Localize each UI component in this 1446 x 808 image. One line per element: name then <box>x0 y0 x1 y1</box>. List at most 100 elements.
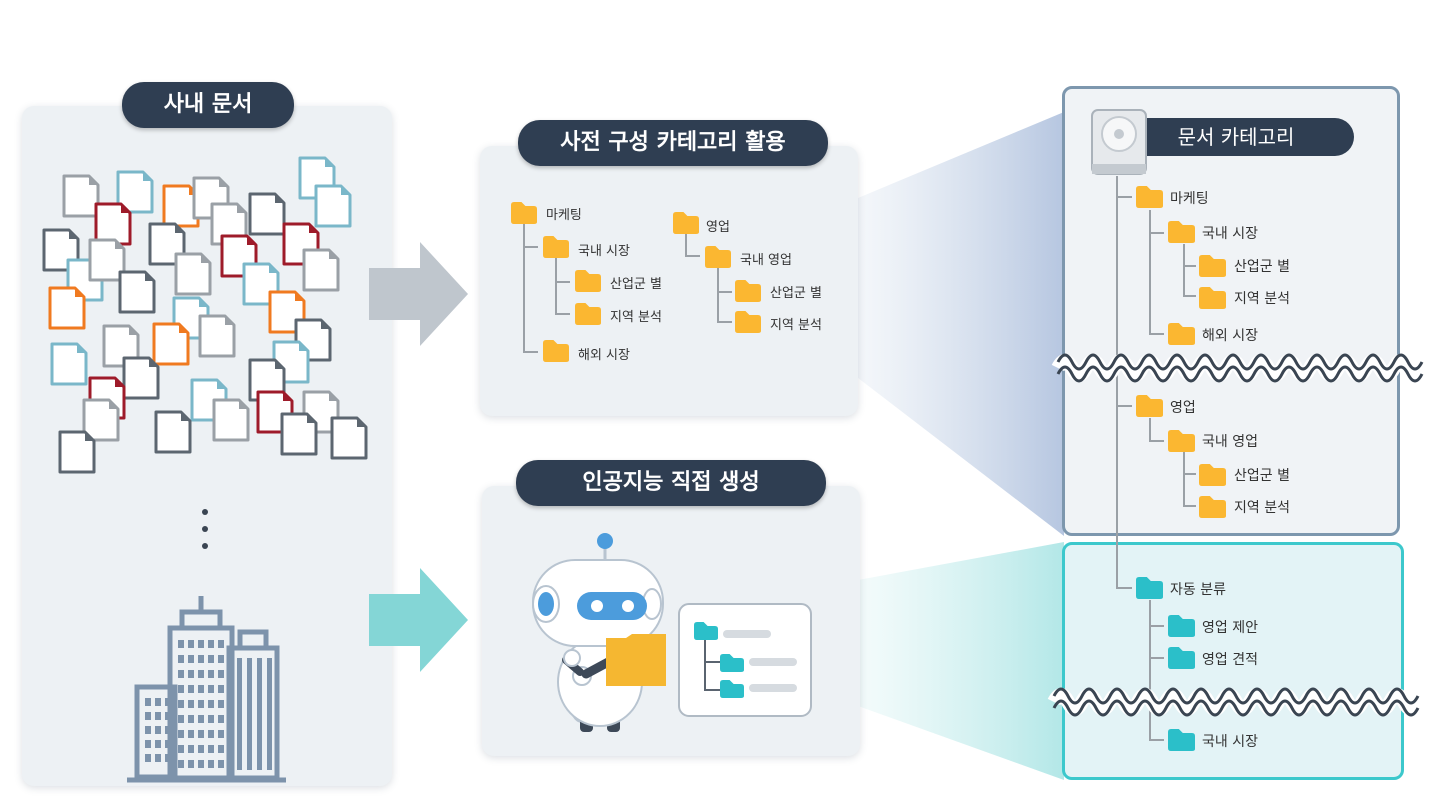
folder-icon <box>705 246 731 268</box>
cat-by-industry: 산업군 별 <box>1234 259 1290 275</box>
cat-sales-quote: 영업 견적 <box>1202 652 1258 668</box>
folder-icon <box>1136 186 1163 208</box>
hard-drive-icon <box>1091 109 1147 175</box>
building-window <box>218 670 224 678</box>
robot-icon <box>532 533 666 732</box>
document-icon <box>154 410 192 454</box>
tree-marketing: 마케팅 <box>546 208 582 223</box>
folder-icon <box>1168 323 1195 345</box>
folder-icon <box>720 654 744 672</box>
cat-marketing: 마케팅 <box>1170 191 1209 207</box>
building-window <box>178 700 184 708</box>
building-window <box>165 754 171 762</box>
building-window <box>218 745 224 753</box>
document-corner <box>247 236 256 245</box>
folder-icon <box>543 236 569 258</box>
tree-domestic-market: 국내 시장 <box>578 244 630 259</box>
document-corner <box>357 418 366 427</box>
document-icon <box>210 202 248 246</box>
document-corner <box>329 392 338 401</box>
building-window <box>178 670 184 678</box>
folder-icon <box>1136 395 1163 417</box>
building-window <box>198 670 204 678</box>
building-window <box>218 685 224 693</box>
bottom-connector <box>858 542 1064 780</box>
building-window <box>145 726 151 734</box>
building-window <box>165 698 171 706</box>
building-window <box>145 754 151 762</box>
building-window <box>198 730 204 738</box>
building-window <box>267 658 272 770</box>
building-window <box>198 700 204 708</box>
building-window <box>218 640 224 648</box>
document-icon <box>58 430 96 474</box>
building-window <box>208 685 214 693</box>
tree-domestic-sales: 국내 영업 <box>740 253 792 268</box>
building-window <box>188 745 194 753</box>
document-icon <box>50 342 88 386</box>
document-corner <box>199 298 208 307</box>
building-window <box>218 700 224 708</box>
building-window <box>208 760 214 768</box>
building-window <box>165 712 171 720</box>
document-corner <box>269 264 278 273</box>
building-window <box>218 730 224 738</box>
document-corner <box>69 230 78 239</box>
building-window <box>198 760 204 768</box>
building-window <box>208 655 214 663</box>
tree-by-industry: 산업군 별 <box>610 277 662 292</box>
building-window <box>188 640 194 648</box>
building-window <box>165 726 171 734</box>
building-window <box>208 715 214 723</box>
document-icon <box>94 202 132 246</box>
building-window <box>155 754 161 762</box>
building-window <box>178 655 184 663</box>
building-window <box>247 658 252 770</box>
building-window <box>257 658 262 770</box>
document-category-title: 문서 카테고리 <box>1118 118 1354 156</box>
building-icon <box>127 596 286 783</box>
folder-icon <box>1199 255 1226 277</box>
building-window <box>208 640 214 648</box>
document-corner <box>325 158 334 167</box>
building-window <box>188 700 194 708</box>
predefined-category-panel <box>480 146 858 416</box>
building-window <box>145 698 151 706</box>
building-window <box>155 698 161 706</box>
document-icon <box>152 322 190 366</box>
company-documents-title: 사내 문서 <box>122 82 294 128</box>
document-icon <box>314 184 352 228</box>
break-band <box>1047 688 1425 716</box>
document-corner <box>237 204 246 213</box>
document-corner <box>225 316 234 325</box>
document-icon <box>48 286 86 330</box>
tree-regional-analysis: 지역 분석 <box>610 310 662 325</box>
folder-icon <box>735 311 761 333</box>
break-line <box>1056 353 1424 371</box>
building-window <box>155 740 161 748</box>
ai-generation-title: 인공지능 직접 생성 <box>516 460 826 506</box>
folder-icon <box>575 303 601 325</box>
folder-icon <box>575 270 601 292</box>
building-window <box>218 760 224 768</box>
document-corner <box>179 324 188 333</box>
break-line <box>1052 687 1420 705</box>
building-window <box>198 655 204 663</box>
document-corner <box>219 178 228 187</box>
building-window <box>188 760 194 768</box>
building-window <box>178 760 184 768</box>
building-window <box>155 726 161 734</box>
break-band <box>1051 354 1429 382</box>
building-window <box>188 670 194 678</box>
document-corner <box>109 400 118 409</box>
cat-sales: 영업 <box>1170 400 1196 416</box>
document-icon <box>198 314 236 358</box>
document-icon <box>174 252 212 296</box>
building-window <box>188 685 194 693</box>
document-corner <box>275 360 284 369</box>
document-icon <box>248 192 286 236</box>
cat-regional-analysis: 지역 분석 <box>1234 291 1290 307</box>
tree-overseas-market: 해외 시장 <box>578 348 630 363</box>
